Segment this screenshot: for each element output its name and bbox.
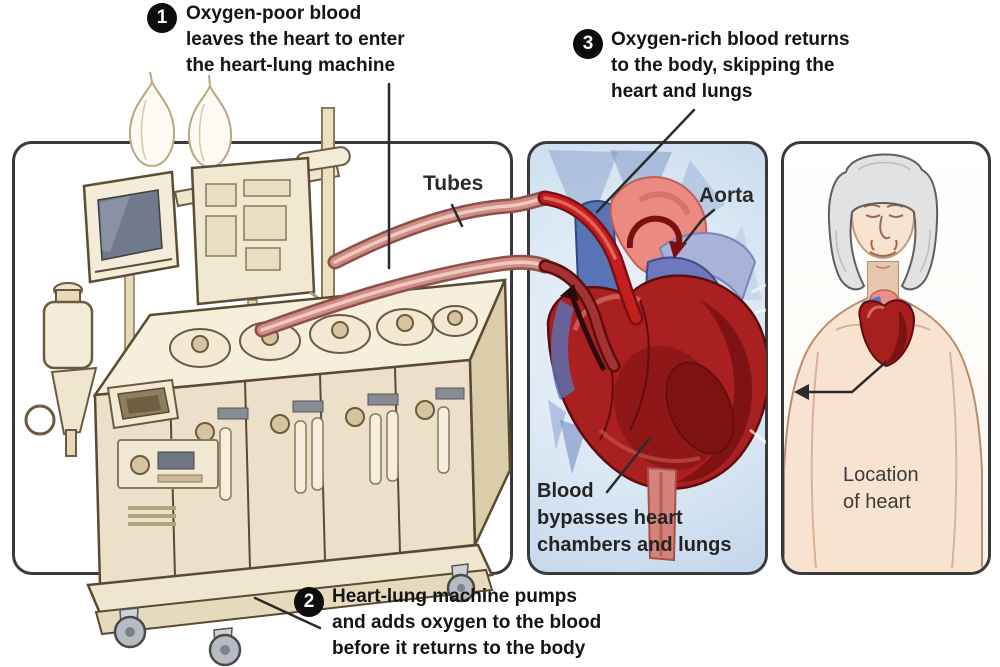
- aorta-label: Aorta: [699, 184, 754, 207]
- step-2-marker: 2: [294, 587, 324, 617]
- step-1-marker: 1: [147, 3, 177, 33]
- step-2-number: 2: [303, 591, 315, 612]
- step-3-number: 3: [582, 33, 594, 54]
- step-2-text: Heart-lung machine pumps and adds oxygen…: [332, 586, 602, 659]
- heart-location-label: Location of heart: [843, 464, 919, 513]
- tubes-label: Tubes: [423, 172, 484, 195]
- step-1-text: Oxygen-poor blood leaves the heart to en…: [186, 3, 405, 76]
- step-1-number: 1: [156, 7, 168, 28]
- step-3-text: Oxygen-rich blood returns to the body, s…: [611, 29, 850, 102]
- panel-heart-lung-machine: [12, 141, 513, 575]
- blood-bypass-label: Blood bypasses heart chambers and lungs: [537, 480, 732, 556]
- step-3-marker: 3: [573, 29, 603, 59]
